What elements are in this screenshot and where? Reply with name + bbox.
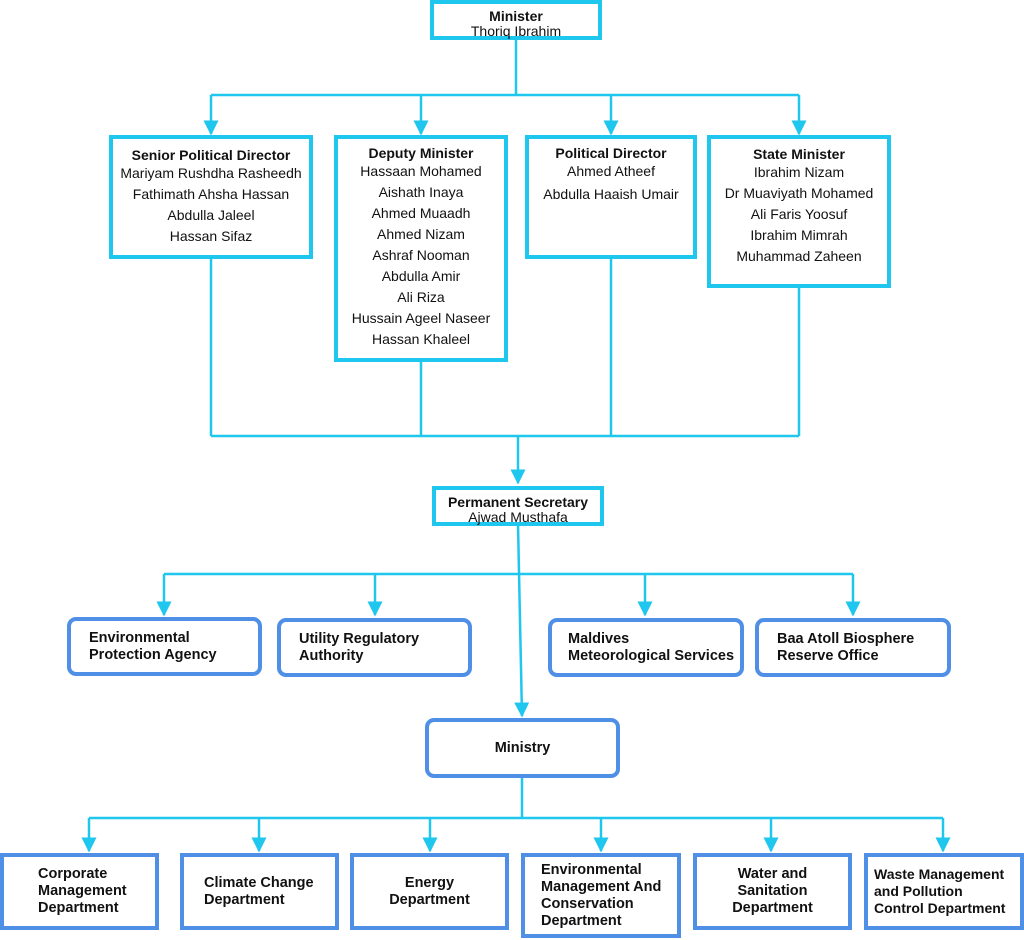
department-label: Waste Management <box>874 866 1005 882</box>
agency-label: Authority <box>299 647 364 664</box>
member-name: Hussain Ageel Naseer <box>351 310 491 326</box>
permanent-secretary-box: Permanent Secretary Ajwad Musthafa <box>432 486 604 526</box>
department-label: Management And <box>541 878 662 895</box>
minister-title: Minister <box>489 8 543 24</box>
member-name: Ibrahim Mimrah <box>750 227 848 243</box>
member-name: Ahmed Nizam <box>377 226 465 242</box>
department-box: Corporate Management Department <box>0 853 159 930</box>
permanent-secretary-title: Permanent Secretary <box>447 494 589 510</box>
agency-box: Environmental Protection Agency <box>67 617 262 676</box>
senior-political-director-title: Senior Political Director <box>131 147 291 163</box>
agency-label: Meteorological Services <box>568 647 735 664</box>
member-name: Hassan Sifaz <box>169 228 253 244</box>
department-box: Water and Sanitation Department <box>693 853 852 930</box>
agency-label: Maldives <box>568 630 630 647</box>
minister-box: Minister Thoriq Ibrahim <box>430 0 602 40</box>
department-box: Environmental Management And Conservatio… <box>521 853 681 938</box>
member-name: Dr Muaviyath Mohamed <box>724 185 874 201</box>
member-name: Ashraf Nooman <box>372 247 470 263</box>
ministry-label: Ministry <box>494 739 551 756</box>
political-director-box: Political Director Ahmed Atheef Abdulla … <box>525 135 697 259</box>
department-box: Waste Management and Pollution Control D… <box>864 853 1024 930</box>
agency-label: Baa Atoll Biosphere <box>777 630 915 647</box>
member-name: Ibrahim Nizam <box>753 164 845 180</box>
minister-name: Thoriq Ibrahim <box>470 23 562 39</box>
agency-label: Environmental <box>89 629 190 646</box>
agency-box: Utility Regulatory Authority <box>277 618 472 677</box>
permanent-secretary-name: Ajwad Musthafa <box>468 509 568 525</box>
state-minister-box: State Minister Ibrahim Nizam Dr Muaviyat… <box>707 135 891 288</box>
department-label: Department <box>204 891 285 908</box>
member-name: Hassan Khaleel <box>371 331 471 347</box>
member-name: Ali Riza <box>397 289 445 305</box>
political-director-title: Political Director <box>555 145 667 161</box>
department-label: Corporate <box>38 866 108 882</box>
department-label: Climate Change <box>204 874 314 891</box>
department-label: Control Department <box>874 900 1006 916</box>
department-label: Management <box>38 883 127 899</box>
member-name: Ahmed Atheef <box>567 163 655 179</box>
member-name: Fathimath Ahsha Hassan <box>132 186 290 202</box>
member-name: Abdulla Amir <box>381 268 461 284</box>
arrow <box>514 523 530 718</box>
department-box: Energy Department <box>350 853 509 930</box>
agency-label: Protection Agency <box>89 646 217 663</box>
member-name: Hassaan Mohamed <box>360 163 482 179</box>
department-label: Sanitation <box>737 883 808 899</box>
department-label: Department <box>38 900 119 916</box>
member-name: Mariyam Rushdha Rasheedh <box>120 165 302 181</box>
agency-label: Reserve Office <box>777 647 879 664</box>
ministry-box: Ministry <box>425 718 620 778</box>
department-label: Water and <box>737 866 808 882</box>
department-label: Department <box>389 891 470 908</box>
agency-box: Maldives Meteorological Services <box>548 618 744 677</box>
department-label: Department <box>732 900 813 916</box>
member-name: Muhammad Zaheen <box>736 248 862 264</box>
agency-box: Baa Atoll Biosphere Reserve Office <box>755 618 951 677</box>
member-name: Ali Faris Yoosuf <box>750 206 848 222</box>
department-label: Department <box>541 912 622 929</box>
agency-label: Utility Regulatory <box>299 630 420 647</box>
department-box: Climate Change Department <box>180 853 339 930</box>
state-minister-title: State Minister <box>753 146 845 162</box>
member-name: Ahmed Muaadh <box>371 205 471 221</box>
department-label: Energy <box>404 874 455 891</box>
member-name: Abdulla Haaish Umair <box>543 186 679 202</box>
senior-political-director-box: Senior Political Director Mariyam Rushdh… <box>109 135 313 259</box>
department-label: Conservation <box>541 895 634 912</box>
deputy-minister-title: Deputy Minister <box>368 145 474 161</box>
member-name: Aishath Inaya <box>378 184 464 200</box>
department-label: Environmental <box>541 861 642 878</box>
member-name: Abdulla Jaleel <box>167 207 255 223</box>
department-label: and Pollution <box>874 883 963 899</box>
deputy-minister-box: Deputy Minister Hassaan Mohamed Aishath … <box>334 135 508 362</box>
